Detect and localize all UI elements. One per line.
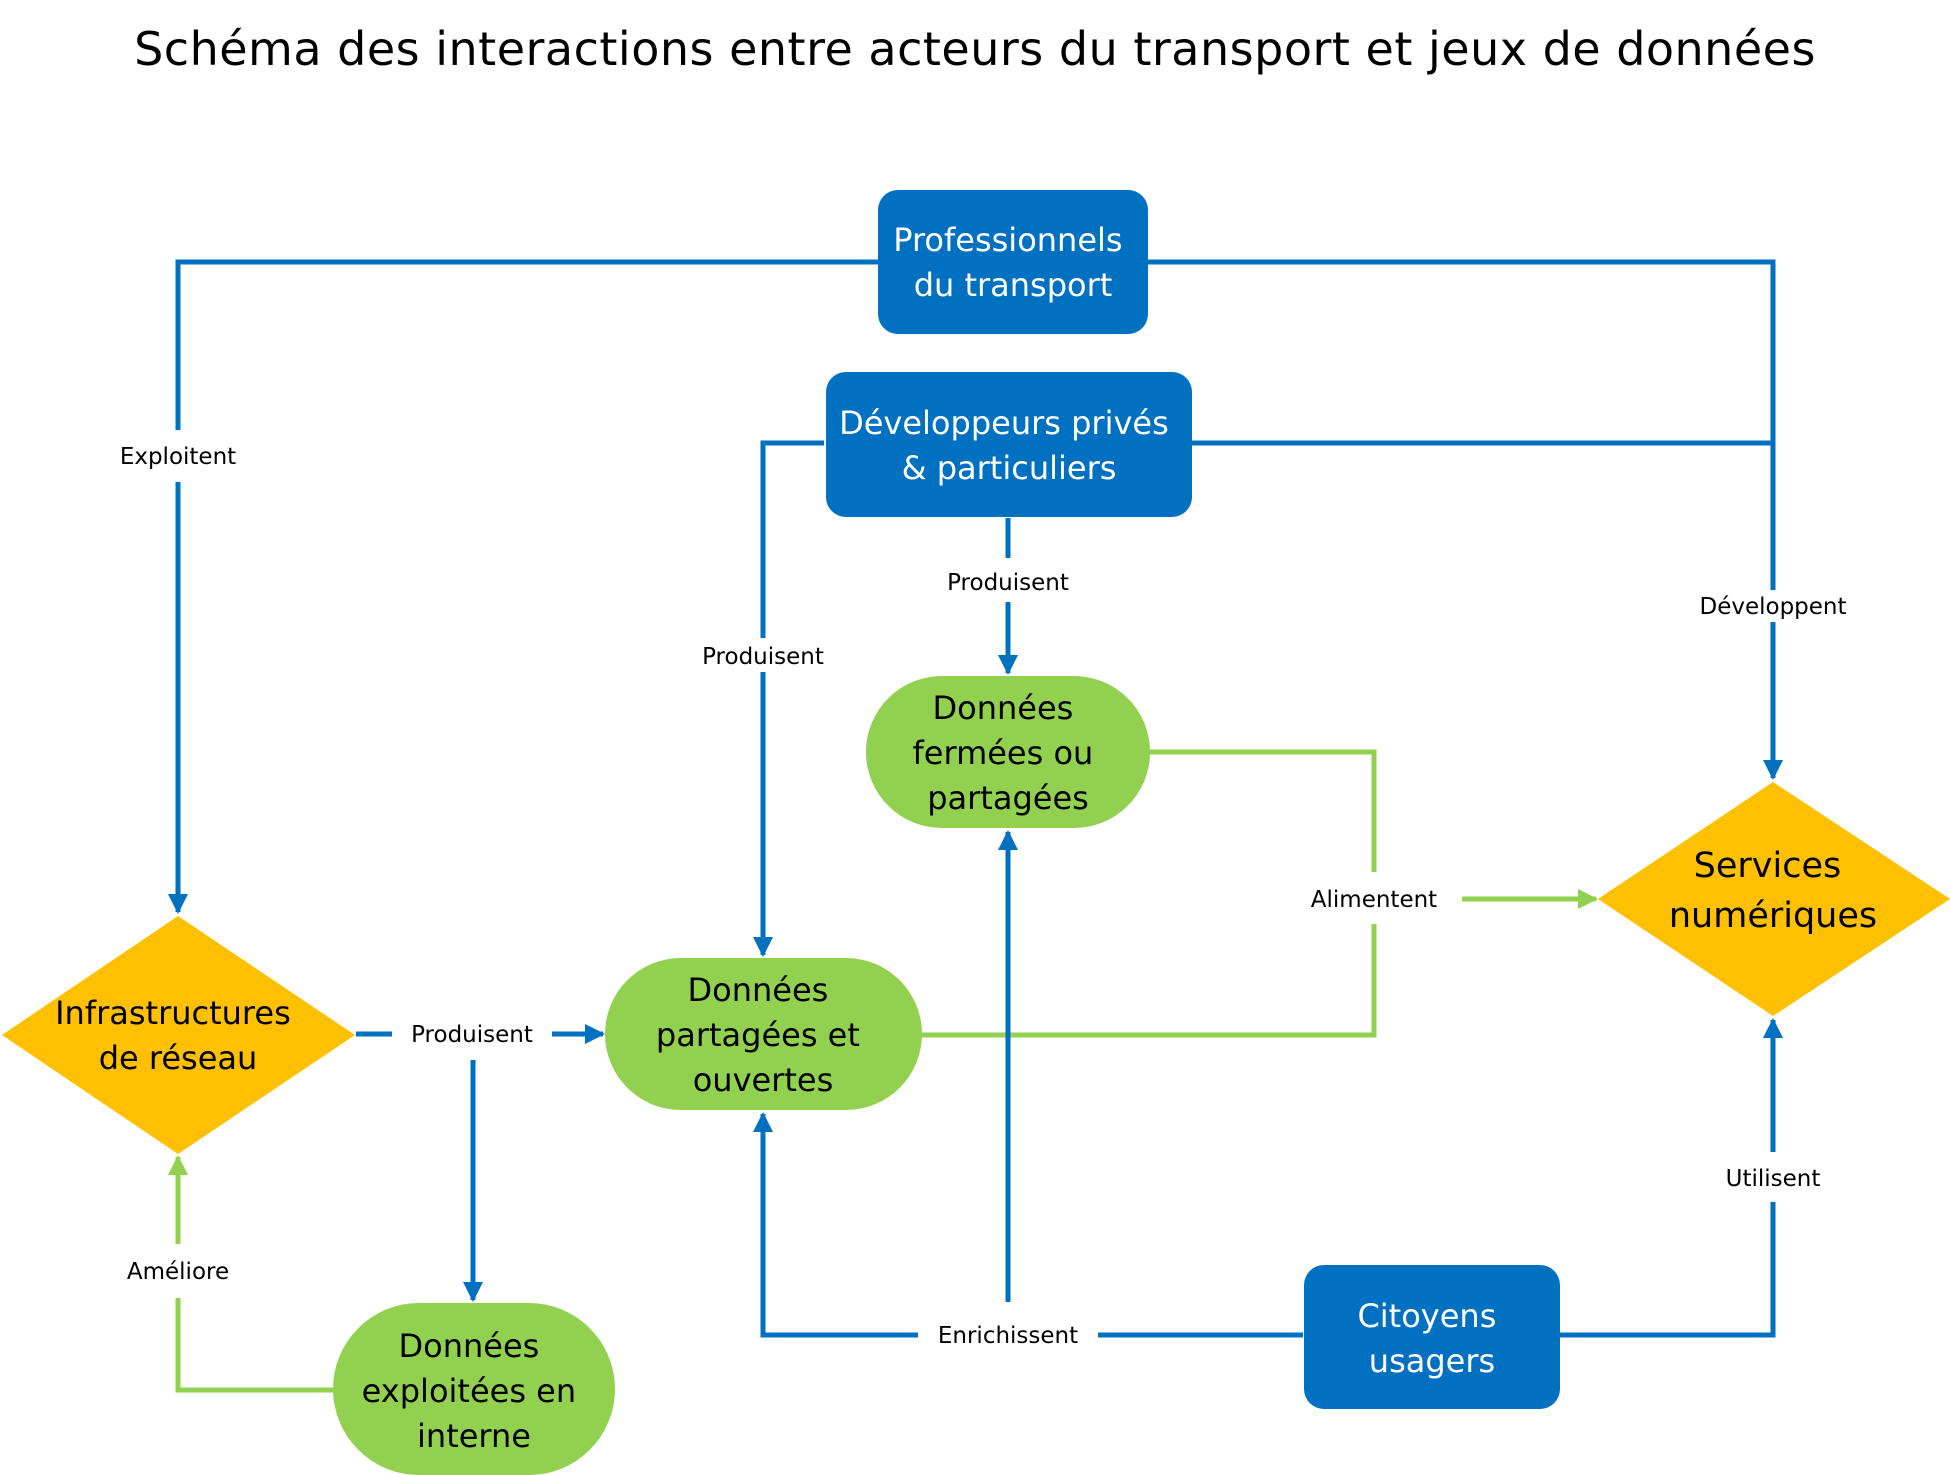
svg-text:Citoyens usagers: Citoyens usagers (1357, 1297, 1506, 1380)
node-interne-line2: exploitées en (362, 1372, 576, 1410)
label-developpent: Développent (1699, 594, 1846, 620)
label-ameliore: Améliore (127, 1259, 229, 1285)
edge-fermees-serv (1148, 749, 1377, 872)
node-cit-line1: Citoyens (1357, 1297, 1496, 1335)
edge-pro-infra (175, 259, 878, 430)
node-dev-line1: Développeurs privés (839, 404, 1169, 442)
label-utilisent: Utilisent (1726, 1166, 1821, 1192)
node-fermees-line2: fermées ou (913, 734, 1094, 772)
node-serv-line2: numériques (1669, 896, 1877, 936)
node-ouvertes-line2: partagées et (656, 1016, 860, 1054)
node-pro-line2: du transport (914, 266, 1113, 304)
node-pro-line1: Professionnels (893, 221, 1122, 259)
svg-text:Infrastructures de résea: Infrastructures de réseau (55, 994, 301, 1077)
node-donnees-fermees: Données fermées ou partagées (866, 676, 1150, 828)
edge-dev-ouvertes (760, 440, 824, 638)
svg-text:Données exploitées en: Données exploitées en interne (362, 1327, 587, 1455)
label-produisent-dev-ouvertes: Produisent (702, 644, 824, 670)
edge-cit-serv (1558, 1202, 1776, 1338)
node-fermees-line1: Données (933, 689, 1074, 727)
svg-text:Professionnels du transp: Professionnels du transport (893, 221, 1133, 304)
edge-enrichissent-ouvertes (753, 1112, 918, 1338)
label-produisent-infra: Produisent (411, 1022, 533, 1048)
svg-text:Données partagées et: Données partagées et ouvertes (656, 971, 870, 1099)
edge-pro-serv (1146, 259, 1776, 590)
node-donnees-ouvertes: Données partagées et ouvertes (605, 958, 922, 1110)
node-professionnels: Professionnels du transport (878, 190, 1148, 334)
node-infra-line1: Infrastructures (55, 994, 291, 1032)
label-enrichissent: Enrichissent (938, 1323, 1078, 1349)
edge-interne-infra (175, 1298, 335, 1393)
node-dev-line2: & particuliers (902, 449, 1117, 487)
node-infrastructures: Infrastructures de réseau (2, 916, 355, 1154)
node-ouvertes-line3: ouvertes (693, 1061, 834, 1099)
node-infra-line2: de réseau (99, 1039, 258, 1077)
node-donnees-interne: Données exploitées en interne (333, 1303, 615, 1475)
node-cit-line2: usagers (1369, 1342, 1495, 1380)
svg-text:Services numériques: Services numériques (1669, 846, 1877, 936)
node-ouvertes-line1: Données (688, 971, 829, 1009)
node-interne-line3: interne (417, 1417, 531, 1455)
node-interne-line1: Données (399, 1327, 540, 1365)
svg-text:Données fermées ou: Données fermées ou partagées (913, 689, 1104, 817)
node-services: Services numériques (1598, 782, 1950, 1016)
edge-ouvertes-serv (920, 924, 1377, 1038)
connectors (168, 259, 1783, 1393)
label-produisent-dev-fermees: Produisent (947, 570, 1069, 596)
edge-labels: Exploitent Produisent Produisent Dévelop… (120, 444, 1847, 1349)
diagram-title: Schéma des interactions entre acteurs du… (134, 22, 1816, 76)
label-alimentent: Alimentent (1311, 887, 1437, 913)
node-serv-line1: Services (1694, 846, 1842, 886)
node-fermees-line3: partagées (927, 779, 1089, 817)
label-exploitent: Exploitent (120, 444, 236, 470)
svg-text:Développeurs privés & pa: Développeurs privés & particuliers (839, 404, 1179, 487)
node-developpeurs: Développeurs privés & particuliers (826, 372, 1192, 517)
node-citoyens: Citoyens usagers (1304, 1265, 1560, 1409)
